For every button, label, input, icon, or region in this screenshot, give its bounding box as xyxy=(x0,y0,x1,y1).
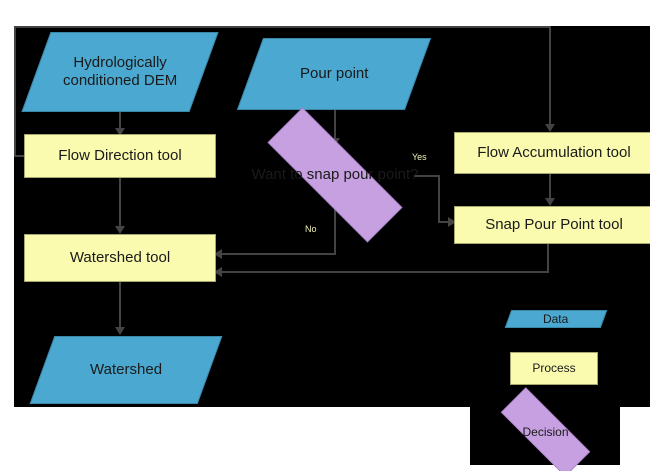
connector-yes-down xyxy=(438,175,440,222)
arrowhead-to-flowaccumulation xyxy=(545,124,555,132)
node-want-to-snap-pour-point[interactable]: Want to snap pour point? xyxy=(235,107,435,243)
legend-item-data: Data xyxy=(504,310,608,328)
connector-dem-to-flowdirection xyxy=(119,112,121,130)
legend-item-process: Process xyxy=(510,352,598,385)
connector-yes-right xyxy=(414,175,440,177)
branch-label-no-text: No xyxy=(305,224,317,234)
arrowhead-dem-to-flowdirection xyxy=(115,128,125,136)
connector-flowdir-leftstub xyxy=(14,155,28,157)
node-label-snap-pour-point-tool: Snap Pour Point tool xyxy=(485,216,623,234)
legend-label-data: Data xyxy=(543,311,569,326)
node-label-watershed: Watershed xyxy=(90,361,162,379)
branch-label-yes: Yes xyxy=(412,152,427,162)
legend-item-decision: Decision xyxy=(481,387,610,471)
node-flow-accumulation-tool[interactable]: Flow Accumulation tool xyxy=(454,132,650,174)
node-label-flow-direction-tool: Flow Direction tool xyxy=(58,147,182,165)
arrowhead-watershedtool-to-watershed xyxy=(115,327,125,335)
arrowhead-no-into-watershedtool xyxy=(214,249,222,259)
connector-top-rail xyxy=(14,26,551,28)
connector-no-down xyxy=(334,208,336,255)
connector-flowdir-to-watershedtool xyxy=(119,178,121,228)
connector-snap-down xyxy=(547,243,549,273)
legend-label-decision: Decision xyxy=(522,424,569,439)
connector-watershedtool-to-watershed xyxy=(119,282,121,329)
node-label-hydrologically-conditioned-dem: Hydrologically conditioned DEM xyxy=(62,54,178,89)
node-hydrologically-conditioned-dem[interactable]: Hydrologically conditioned DEM xyxy=(21,32,219,112)
node-flow-direction-tool[interactable]: Flow Direction tool xyxy=(24,134,216,178)
connector-snap-left xyxy=(222,271,549,273)
node-watershed[interactable]: Watershed xyxy=(29,336,223,404)
node-label-watershed-tool: Watershed tool xyxy=(69,249,171,267)
node-label-want-to-snap-pour-point: Want to snap pour point? xyxy=(251,166,419,184)
arrowhead-yes-into-snap xyxy=(448,217,456,227)
connector-yes-into-snap xyxy=(438,221,450,223)
node-label-pour-point: Pour point xyxy=(299,65,369,83)
node-label-flow-accumulation-tool: Flow Accumulation tool xyxy=(477,144,631,162)
connector-flowaccum-to-snap xyxy=(549,174,551,200)
connector-pourpoint-to-decision xyxy=(334,110,336,140)
arrowhead-flowaccum-to-snap xyxy=(545,198,555,206)
connector-down-to-flowaccum xyxy=(549,26,551,126)
branch-label-yes-text: Yes xyxy=(412,152,427,162)
arrowhead-snap-into-watershedtool xyxy=(214,267,222,277)
connector-no-left xyxy=(222,253,336,255)
connector-flowdir-up xyxy=(14,26,16,157)
legend-label-process: Process xyxy=(532,361,576,376)
branch-label-no: No xyxy=(305,224,317,234)
node-watershed-tool[interactable]: Watershed tool xyxy=(24,234,216,282)
node-pour-point[interactable]: Pour point xyxy=(236,38,432,110)
node-snap-pour-point-tool[interactable]: Snap Pour Point tool xyxy=(454,206,650,244)
arrowhead-flowdir-to-watershedtool xyxy=(115,226,125,234)
